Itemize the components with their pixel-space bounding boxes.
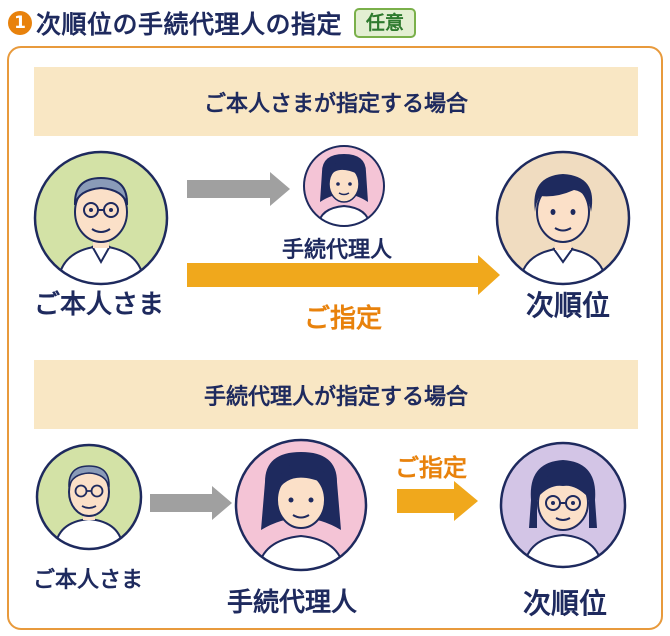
section-heading: 1 次順位の手続代理人の指定 任意 (8, 6, 417, 40)
woman-agent-avatar-2 (236, 440, 366, 570)
step-number-badge: 1 (8, 11, 32, 35)
section2-agent-label: 手続代理人 (227, 588, 358, 618)
page-title: 次順位の手続代理人の指定 (36, 10, 343, 39)
woman-agent-avatar (304, 146, 384, 226)
young-woman-avatar (501, 443, 625, 567)
section2-person-label: ご本人さま (33, 568, 144, 593)
section2-banner: 手続代理人が指定する場合 (34, 360, 638, 429)
yellow-arrow-1 (187, 255, 500, 295)
elderly-man-avatar (35, 152, 167, 284)
section1-designate-label: ご指定 (304, 304, 383, 334)
section1-person-label: ご本人さま (34, 290, 165, 320)
section1-banner: ご本人さまが指定する場合 (34, 67, 638, 136)
section1-agent-label: 手続代理人 (282, 238, 393, 263)
section2-designate-label: ご指定 (395, 454, 467, 482)
section1-next-label: 次順位 (526, 289, 611, 322)
gray-arrow-1 (187, 172, 290, 206)
section2-next-label: 次順位 (523, 587, 608, 620)
gray-arrow-2 (150, 486, 232, 520)
elderly-man-avatar-2 (37, 445, 141, 549)
optional-tag: 任意 (354, 8, 417, 38)
young-man-avatar (497, 152, 629, 284)
yellow-arrow-2 (397, 481, 478, 521)
